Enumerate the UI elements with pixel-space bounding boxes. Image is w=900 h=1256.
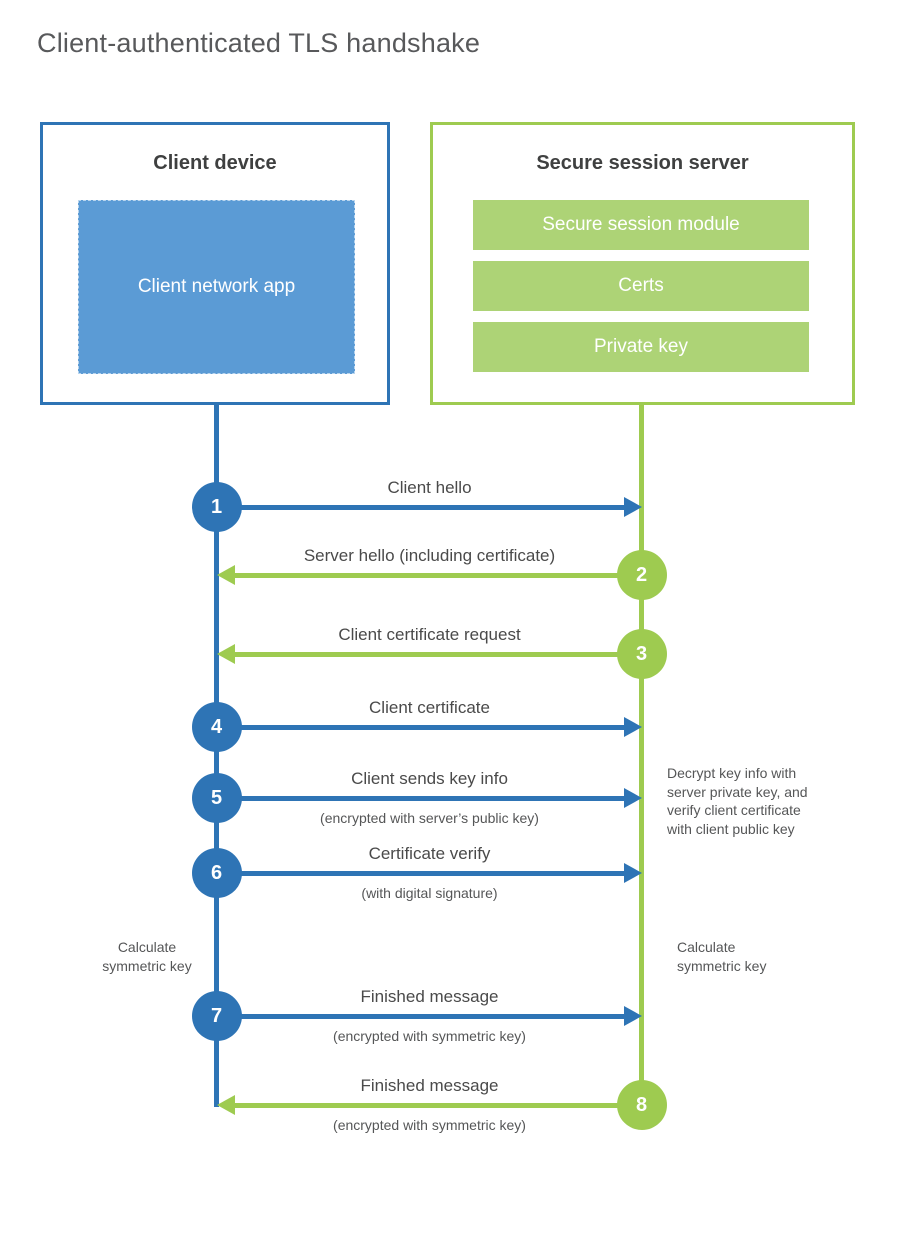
secure-session-server-heading: Secure session server — [536, 152, 749, 174]
server-module-secure-session: Secure session module — [473, 200, 809, 250]
message-label-3: Client certificate request — [338, 625, 521, 644]
message-arrow-line-6 — [216, 871, 624, 876]
decrypt-key-note: Decrypt key info with server private key… — [667, 765, 808, 837]
client-device-box: Client device Client network app — [40, 122, 390, 405]
page-title: Client-authenticated TLS handshake — [37, 28, 481, 58]
message-arrowhead-4 — [623, 716, 642, 737]
step-circle-3: 3 — [616, 629, 667, 679]
message-sublabel-5: (encrypted with server’s public key) — [320, 810, 539, 826]
step-circle-6: 6 — [191, 848, 242, 898]
server-module-private-key: Private key — [473, 322, 809, 372]
message-arrow-line-7 — [216, 1014, 624, 1019]
message-arrowhead-1 — [623, 496, 642, 517]
message-arrow-line-5 — [216, 796, 624, 801]
message-sublabel-6: (with digital signature) — [361, 885, 498, 901]
message-label-2: Server hello (including certificate) — [303, 546, 556, 565]
step-circle-1: 1 — [191, 482, 242, 532]
client-network-app-box: Client network app — [78, 200, 355, 374]
message-arrow-line-2 — [234, 573, 642, 578]
message-label-5: Client sends key info — [351, 769, 508, 788]
message-arrowhead-7 — [623, 1005, 642, 1026]
step-circle-4: 4 — [191, 702, 242, 752]
message-arrowhead-3 — [216, 643, 235, 664]
message-arrow-line-8 — [234, 1103, 642, 1108]
server-module-certs: Certs — [473, 261, 809, 311]
message-label-8: Finished message — [360, 1076, 499, 1095]
message-label-6: Certificate verify — [368, 844, 491, 863]
client-lifeline — [214, 404, 219, 1107]
message-label-4: Client certificate — [369, 698, 490, 717]
message-label-7: Finished message — [360, 987, 499, 1006]
step-circle-2: 2 — [616, 550, 667, 600]
step-circle-8: 8 — [616, 1080, 667, 1130]
message-arrow-line-4 — [216, 725, 624, 730]
calculate-symmetric-key-note-client: Calculate symmetric key — [102, 939, 192, 974]
message-sublabel-7: (encrypted with symmetric key) — [333, 1028, 526, 1044]
calculate-symmetric-key-note-server: Calculate symmetric key — [677, 939, 767, 974]
message-arrowhead-5 — [623, 787, 642, 808]
message-arrowhead-2 — [216, 564, 235, 585]
client-device-heading: Client device — [153, 152, 277, 174]
client-network-app-label: Client network app — [137, 276, 296, 297]
message-arrow-line-1 — [216, 505, 624, 510]
secure-session-server-box: Secure session server Secure session mod… — [430, 122, 855, 405]
message-arrowhead-8 — [216, 1094, 235, 1115]
step-circle-7: 7 — [191, 991, 242, 1041]
message-arrow-line-3 — [234, 652, 642, 657]
step-circle-5: 5 — [191, 773, 242, 823]
message-sublabel-8: (encrypted with symmetric key) — [333, 1117, 526, 1133]
message-arrowhead-6 — [623, 862, 642, 883]
message-label-1: Client hello — [387, 478, 472, 497]
server-lifeline — [639, 404, 644, 1105]
